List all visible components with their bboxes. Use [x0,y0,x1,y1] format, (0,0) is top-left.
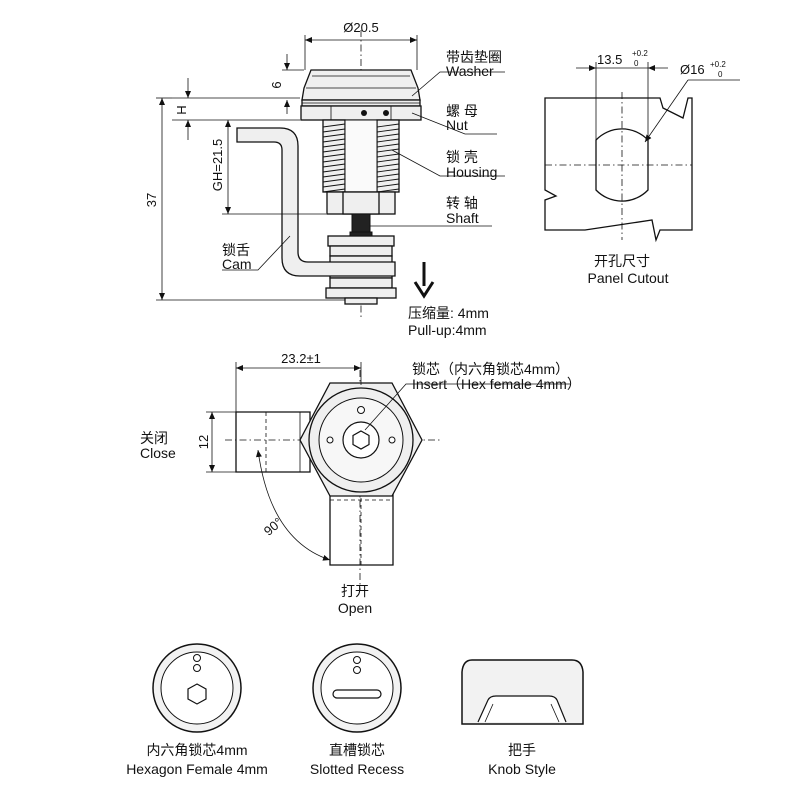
variant-slotted: 直槽锁芯 Slotted Recess [310,643,404,777]
thread-line [322,173,346,178]
shaft-label-cn: 转 轴 [446,195,478,211]
pullup-label-en: Pull-up:4mm [408,322,487,338]
thread-line [322,168,346,173]
variant-knob-en: Knob Style [488,761,556,777]
insert-label-en: Insert（Hex female 4mm） [412,376,581,392]
thread-line [376,158,400,163]
cutout-dim-width-tol-lower: 0 [634,59,639,68]
cam [236,127,396,277]
angle-label: 90° [261,514,286,538]
panel-cutout: 13.5 +0.2 0 Ø16 +0.2 0 开孔尺寸 Panel Cutout [544,49,740,286]
housing-label-en: Housing [446,164,497,180]
shaft [325,213,397,305]
nut-label-cn: 螺 母 [446,103,478,119]
thread-line [376,178,400,183]
washer [301,69,421,107]
thread-line [376,148,400,153]
thread-line [376,133,400,138]
thread-line [322,158,346,163]
thread-line [376,138,400,143]
thread-line [376,143,400,148]
thread-line [322,148,346,153]
thread-line [376,183,400,188]
thread-line [376,163,400,168]
cutout-title-en: Panel Cutout [588,270,669,286]
cam-label-en: Cam [222,256,252,272]
nut [300,105,422,121]
shaft-label-en: Shaft [446,210,479,226]
thread-line [322,153,346,158]
thread-line [376,123,400,128]
cutout-title-cn: 开孔尺寸 [594,253,650,269]
front-view: 23.2±1 12 90° 锁芯（内六角锁芯4mm） Insert（Hex fe… [140,351,581,616]
variant-knob-cn: 把手 [508,742,536,758]
close-label-en: Close [140,445,176,461]
open-label-en: Open [338,600,372,616]
slot-insert-icon [312,643,402,733]
thread-line [322,183,346,188]
variant-hexagon: 内六角锁芯4mm Hexagon Female 4mm [126,643,268,777]
close-label-cn: 关闭 [140,430,168,446]
thread-line [322,133,346,138]
variant-knob: 把手 Knob Style [461,659,584,777]
insert-label-cn: 锁芯（内六角锁芯4mm） [412,361,569,377]
knob-handle-icon [461,659,584,725]
variant-hexagon-en: Hexagon Female 4mm [126,761,268,777]
pull-up-arrow-icon [413,262,435,299]
thread-line [376,153,400,158]
variant-slotted-cn: 直槽锁芯 [329,742,385,758]
housing-label-cn: 锁 壳 [446,149,478,165]
thread-line [322,138,346,143]
dim-grip: GH=21.5 [210,139,225,191]
thread-line [322,128,346,133]
thread-line [322,163,346,168]
thread-line [322,123,346,128]
cutout-dim-diameter-tol-lower: 0 [718,70,723,79]
cutout-dim-width: 13.5 [597,52,622,67]
cam-label-cn: 锁舌 [222,242,250,258]
thread-line [376,168,400,173]
hexagon-insert-icon [152,643,242,733]
cutout-dim-diameter-tol-upper: +0.2 [710,60,726,69]
thread-line [322,178,346,183]
dim-diameter: Ø20.5 [343,20,378,35]
dim-total-length: 37 [144,193,159,207]
housing [322,119,400,215]
dim-cam-width: 12 [196,435,211,449]
dim-washer-height: 6 [269,81,284,88]
nut-label-en: Nut [446,117,468,133]
open-label-cn: 打开 [341,583,369,599]
hex-socket-icon [352,430,370,450]
cutout-dim-width-tol-upper: +0.2 [632,49,648,58]
thread-line [376,173,400,178]
washer-label-en: Washer [446,63,494,79]
thread-line [376,128,400,133]
variant-hexagon-cn: 内六角锁芯4mm [146,742,247,758]
thread-line [322,143,346,148]
variant-slotted-en: Slotted Recess [310,761,404,777]
dim-cam-length: 23.2±1 [281,351,321,366]
washer-label-cn: 带齿垫圈 [446,49,502,65]
dim-nut-height: H [174,105,189,114]
side-view: Ø20.5 [144,20,505,338]
pullup-label-cn: 压缩量: 4mm [408,305,489,321]
cutout-dim-diameter: Ø16 [680,62,705,77]
